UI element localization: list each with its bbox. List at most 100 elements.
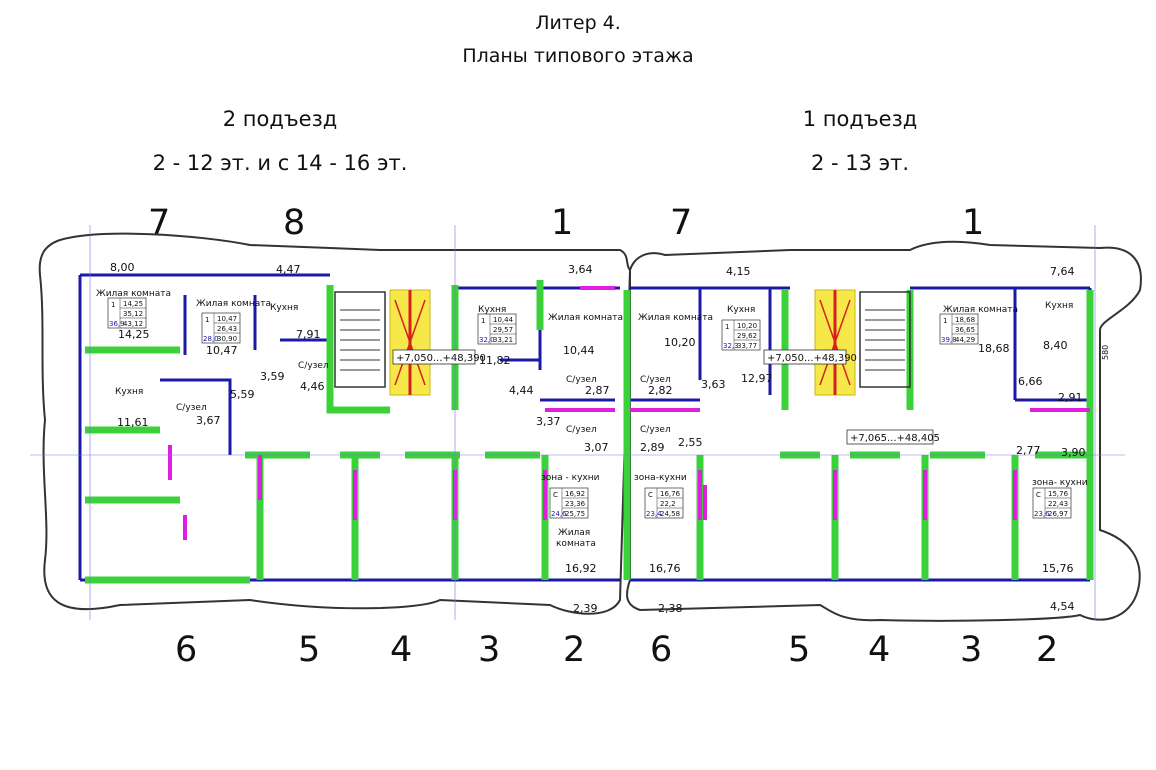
apt-table-total-area: 30,90: [217, 335, 237, 343]
room-label-wc-7r-b: С/узел: [640, 425, 671, 435]
dim-label: 3,67: [196, 414, 221, 427]
apt-table-total-area: 44,29: [955, 336, 975, 344]
dim-label: 2,87: [585, 384, 610, 397]
dim-label: 3,63: [701, 378, 726, 391]
dim-label: 12,97: [741, 372, 773, 385]
apt-table-rooms: С: [553, 491, 558, 499]
elevation-label-right: +7,050...+48,390: [767, 353, 857, 364]
apt-table-rooms: 1: [725, 323, 729, 331]
dim-label: 10,44: [563, 344, 595, 357]
apt-number-top-1-left: 1: [551, 203, 574, 243]
apt-table-living-area: 10,47: [217, 315, 237, 323]
dim-label: 2,77: [1016, 444, 1041, 457]
apt-number-bottom-5-right: 5: [788, 630, 811, 670]
room-label-kitchen-7r: Кухня: [727, 305, 755, 315]
entrance-right-floors: 2 - 13 эт.: [810, 151, 910, 175]
dim-label: 4,44: [509, 384, 534, 397]
apt-table-frame: [477, 313, 517, 345]
apt-table-rooms: 1: [481, 317, 485, 325]
room-label-kitchen-7: Кухня: [115, 387, 143, 397]
dim-label: 4,47: [276, 263, 301, 276]
room-label-wc-7r-a: С/узел: [640, 375, 671, 385]
dim-label: 4,54: [1050, 600, 1075, 613]
apt-table-area-coef: 32,3: [723, 342, 739, 350]
room-label-living-a-2l: Жилая: [558, 528, 590, 538]
room-label-living-8: Жилая комната: [196, 299, 271, 309]
room-label-living-1l: Жилая комната: [548, 313, 623, 323]
dim-label: 14,25: [118, 328, 150, 341]
apt-number-bottom-3-left: 3: [478, 630, 501, 670]
dim-label: 4,15: [726, 265, 751, 278]
apt-table-frame: [644, 487, 684, 519]
room-label-kitchenzone-6r: зона-кухни: [634, 473, 687, 483]
page-title: Литер 4.: [535, 12, 621, 34]
elevation-label-left: +7,050...+48,390: [396, 353, 486, 364]
room-label-living-1r: Жилая комната: [943, 305, 1018, 315]
dim-label: 18,68: [978, 342, 1010, 355]
apt-number-bottom-2-left: 2: [563, 630, 586, 670]
dim-label: 3,90: [1061, 446, 1086, 459]
room-label-kitchen-8: Кухня: [270, 303, 298, 313]
dim-label: 4,46: [300, 380, 325, 393]
apt-table-area-coef: 24,6: [551, 510, 567, 518]
dim-label: 2,38: [658, 602, 683, 615]
dim-label: 2,82: [648, 384, 673, 397]
elevation-label-corridor: +7,065...+48,405: [850, 433, 940, 444]
apt-table-area: 29,57: [493, 326, 513, 334]
apt-number-bottom-3-right: 3: [960, 630, 983, 670]
room-label-living-7r: Жилая комната: [638, 313, 713, 323]
apt-table-area-coef: 23,6: [1034, 510, 1050, 518]
apt-table-rooms: С: [648, 491, 653, 499]
apt-table-rooms: 1: [111, 301, 115, 309]
dim-label: 6,66: [1018, 375, 1043, 388]
room-label-wc-1l-b: С/узел: [566, 425, 597, 435]
apt-table-living-area: 16,92: [565, 490, 585, 498]
apt-table-area: 22,43: [1048, 500, 1068, 508]
room-label-wc-7: С/узел: [176, 403, 207, 413]
apt-table-area-coef: 23,4: [646, 510, 662, 518]
apt-table-living-area: 14,25: [123, 300, 143, 308]
apt-table-living-area: 16,76: [660, 490, 681, 498]
stairwell-right: [814, 289, 911, 396]
room-label-wc-8: С/узел: [298, 361, 329, 371]
dim-label: 16,92: [565, 562, 597, 575]
elevation-box-right: [763, 349, 847, 365]
apt-table-total-area: 33,77: [737, 342, 757, 350]
dim-label: 3,59: [260, 370, 285, 383]
dim-label: 5,59: [230, 388, 255, 401]
apt-table-frame: [721, 319, 761, 351]
room-label-kitchen-1l: Кухня: [478, 305, 506, 315]
stairwell-left: [334, 289, 431, 396]
room-label-living-7: Жилая комната: [96, 289, 171, 299]
elevation-box-corridor: [846, 429, 934, 445]
apt-table-area: 26,43: [217, 325, 237, 333]
apt-table-frame: [939, 313, 979, 345]
apt-table-frame: [201, 312, 241, 344]
apt-table-area-coef: 28,0: [203, 335, 219, 343]
dim-label: 10,47: [206, 344, 238, 357]
dim-label: 8,40: [1043, 339, 1068, 352]
apt-number-bottom-2-right: 2: [1036, 630, 1059, 670]
dim-label: 2,89: [640, 441, 665, 454]
room-label-living-b-2l: комната: [556, 539, 596, 549]
apt-table-area-coef: 36,9: [109, 320, 125, 328]
dim-label: 11,61: [117, 416, 149, 429]
dim-label: 3,07: [584, 441, 609, 454]
dim-label: 7,64: [1050, 265, 1075, 278]
apt-number-bottom-6-right: 6: [650, 630, 673, 670]
dim-label: 10,20: [664, 336, 696, 349]
room-label-wc-1l-a: С/узел: [566, 375, 597, 385]
apt-number-bottom-5-left: 5: [298, 630, 321, 670]
dim-label: 7,91: [296, 328, 321, 341]
dim-label: 2,39: [573, 602, 598, 615]
apt-table-area: 23,36: [565, 500, 586, 508]
entrance-left-floors: 2 - 12 эт. и с 14 - 16 эт.: [152, 151, 408, 175]
apt-table-area: 35,12: [123, 310, 143, 318]
entrance-left-name: 2 подъезд: [222, 107, 338, 131]
